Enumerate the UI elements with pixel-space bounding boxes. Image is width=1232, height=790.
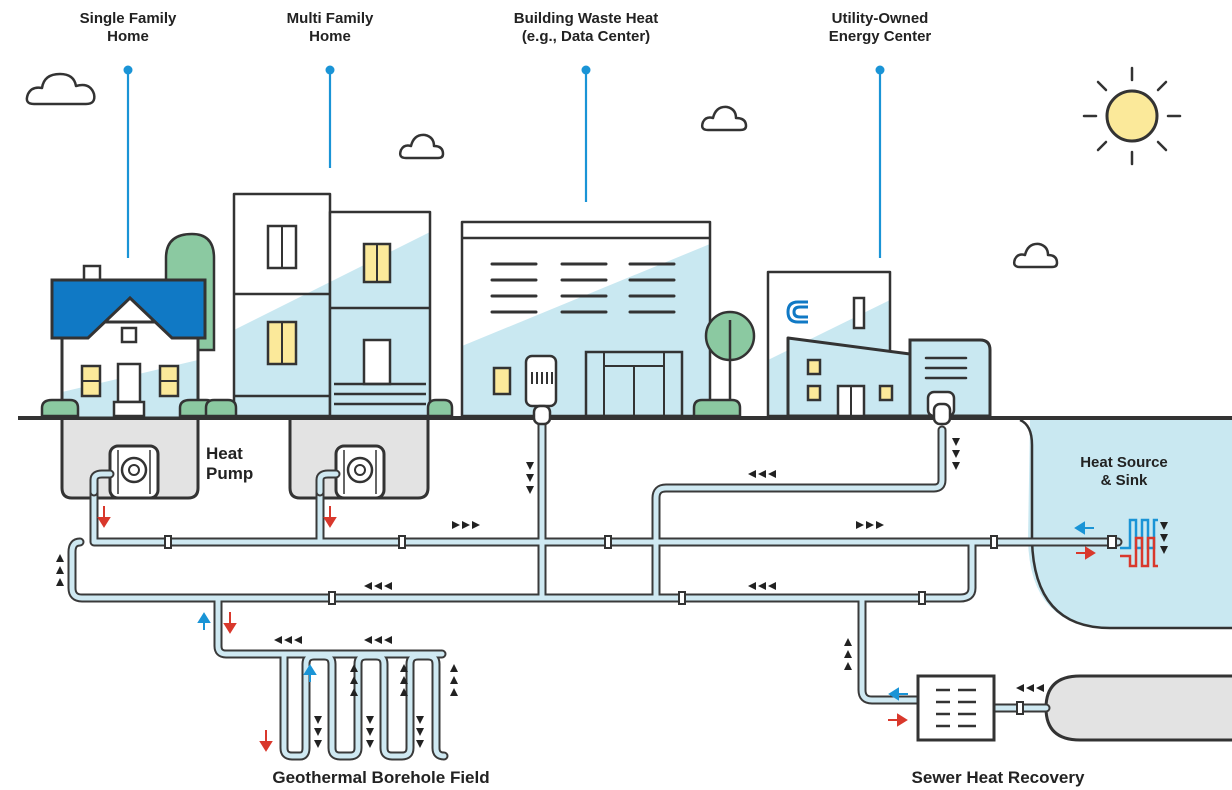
data-center-building <box>460 220 756 418</box>
heat-pump-icon <box>334 444 386 500</box>
label-energy-center: Utility-Owned Energy Center <box>828 10 932 45</box>
cloud-icon <box>700 105 748 132</box>
heat-pump-icon <box>108 444 160 500</box>
water-shoreline <box>1019 418 1232 630</box>
cloud-icon <box>398 133 445 160</box>
cold-arrow-icon <box>197 521 1094 701</box>
multi-family-home <box>204 192 454 418</box>
label-single-family-home: Single Family Home <box>79 10 177 45</box>
cloud-icon <box>25 72 96 106</box>
utility-logo-icon <box>786 300 808 324</box>
label-building-waste-heat: Building Waste Heat (e.g., Data Center) <box>513 10 659 45</box>
sun-icon <box>1082 66 1182 166</box>
single-family-home <box>40 232 216 420</box>
label-geothermal-borehole-field: Geothermal Borehole Field <box>272 768 490 787</box>
cloud-icon <box>1012 242 1059 269</box>
callout-lines <box>123 65 885 258</box>
hot-arrow-icon <box>97 506 1096 752</box>
energy-center-building <box>766 270 992 418</box>
district-pipe-network <box>67 415 1123 761</box>
sewer-heat-exchanger <box>916 674 996 742</box>
sewer-pipe <box>1044 674 1232 742</box>
heat-exchanger-icon <box>1120 518 1158 568</box>
label-heat-pump: Heat Pump <box>206 444 254 483</box>
label-heat-source-sink: Heat Source & Sink <box>1080 454 1168 489</box>
service-connection <box>532 404 552 426</box>
service-connection <box>932 402 952 426</box>
flow-arrow-icon <box>56 438 1168 748</box>
label-multi-family-home: Multi Family Home <box>286 10 374 45</box>
label-sewer-heat-recovery: Sewer Heat Recovery <box>911 768 1085 787</box>
